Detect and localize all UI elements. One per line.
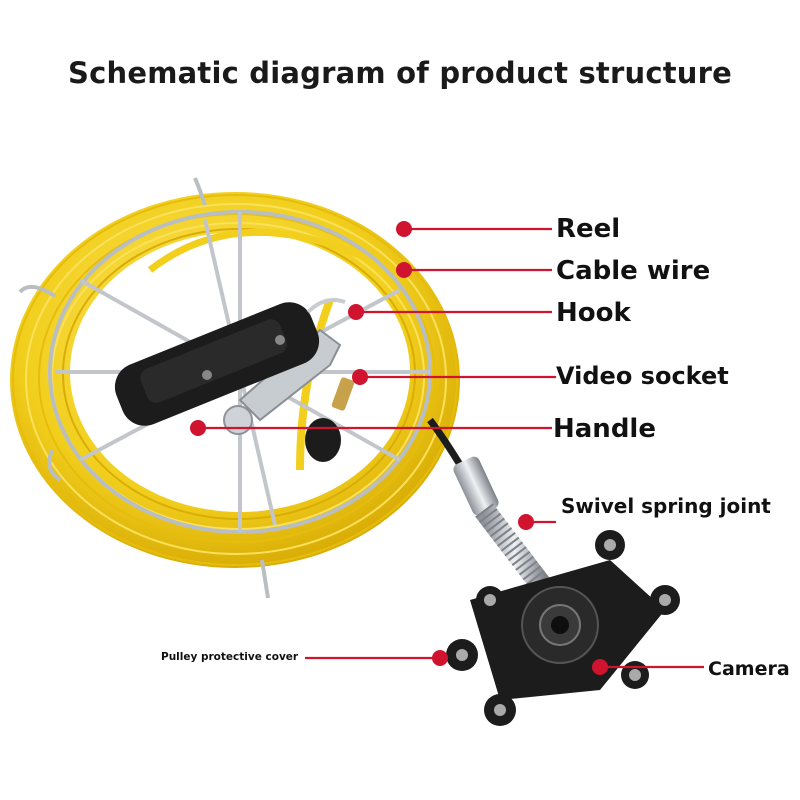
label-reel: Reel bbox=[556, 214, 621, 244]
pointer-dot-reel bbox=[396, 221, 412, 237]
pointer-dot-cable-wire bbox=[396, 262, 412, 278]
camera-crawler-part bbox=[446, 530, 680, 726]
pointer-dot-camera bbox=[592, 659, 608, 675]
label-cable-wire: Cable wire bbox=[556, 256, 711, 286]
handle-part bbox=[114, 298, 346, 426]
pointer-dot-video-socket bbox=[352, 369, 368, 385]
label-pulley-protective-cover: Pulley protective cover bbox=[161, 651, 299, 663]
label-camera: Camera bbox=[708, 658, 790, 680]
label-video-socket: Video socket bbox=[556, 362, 729, 390]
pointer-dots bbox=[190, 221, 608, 675]
reel-hub bbox=[223, 405, 253, 435]
pointer-dot-hook bbox=[348, 304, 364, 320]
page-title: Schematic diagram of product structure bbox=[68, 56, 732, 90]
label-swivel-spring-joint: Swivel spring joint bbox=[561, 494, 771, 518]
swivel-spring-joint-part bbox=[427, 417, 554, 597]
label-handle: Handle bbox=[553, 414, 656, 444]
pointer-dot-swivel-spring-joint bbox=[518, 514, 534, 530]
pointer-lines bbox=[198, 227, 704, 669]
reel-frame bbox=[18, 177, 432, 599]
label-hook: Hook bbox=[556, 298, 631, 328]
pointer-dot-handle bbox=[190, 420, 206, 436]
pointer-dot-pulley-protective-cover bbox=[432, 650, 448, 666]
